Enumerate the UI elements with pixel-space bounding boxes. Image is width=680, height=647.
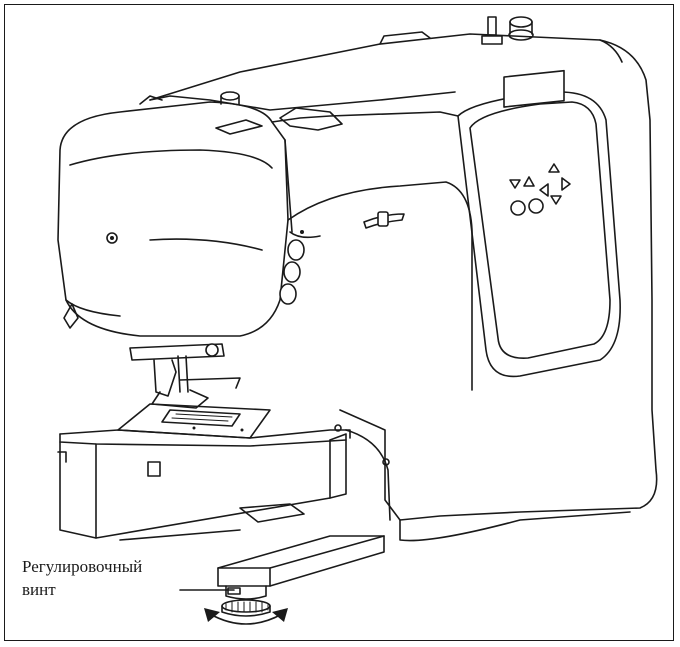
slider-control [363, 211, 405, 229]
front-head-cover [57, 101, 289, 337]
lcd-display [503, 69, 565, 108]
callout-line-2: винт [22, 580, 56, 599]
adjustment-screw-label: Регулировочный винт [22, 555, 142, 601]
side-buttons [279, 230, 305, 305]
spool-pin [481, 16, 503, 45]
control-panel-frame [457, 91, 621, 378]
callout-line-1: Регулировочный [22, 557, 143, 576]
machine-body-outline [149, 33, 658, 521]
navigation-buttons [509, 163, 571, 216]
bed-extension [217, 535, 385, 587]
needle-plate [117, 403, 271, 439]
accessory-box [57, 424, 351, 539]
presser-foot-assembly [129, 343, 241, 409]
bobbin-winder [508, 16, 534, 41]
adjustment-screw [221, 585, 271, 617]
rotation-arrow [204, 608, 288, 625]
